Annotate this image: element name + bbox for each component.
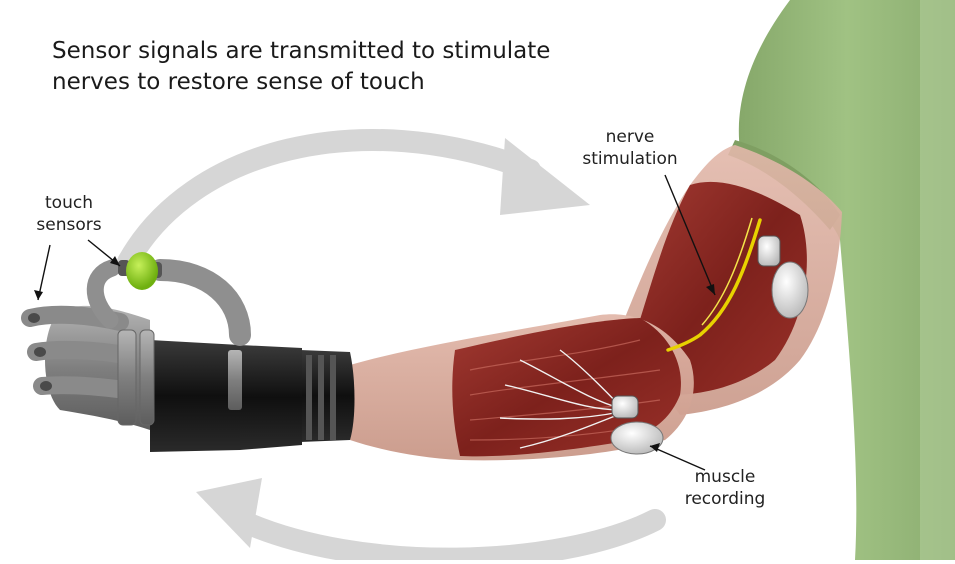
touch-sensors-label: touch sensors <box>24 192 114 236</box>
nerve-stimulation-label: nerve stimulation <box>560 126 700 170</box>
headline: Sensor signals are transmitted to stimul… <box>52 36 612 98</box>
prosthetic-socket <box>150 340 355 452</box>
held-ball <box>126 252 158 290</box>
muscle-recording-label-line-1: muscle <box>655 466 795 488</box>
touch-sensors-label-line-2: sensors <box>24 214 114 236</box>
muscle-recording-label: muscle recording <box>655 466 795 510</box>
touch-sensors-label-line-1: touch <box>24 192 114 214</box>
headline-line-1: Sensor signals are transmitted to stimul… <box>52 36 612 67</box>
muscle-recording-label-line-2: recording <box>655 488 795 510</box>
recording-implant <box>612 396 638 418</box>
lower-control-arrow <box>196 478 655 559</box>
nerve-stimulation-label-line-2: stimulation <box>560 148 700 170</box>
upper-feedback-arrow <box>128 138 590 262</box>
headline-line-2: nerves to restore sense of touch <box>52 67 612 98</box>
nerve-stimulation-label-line-1: nerve <box>560 126 700 148</box>
